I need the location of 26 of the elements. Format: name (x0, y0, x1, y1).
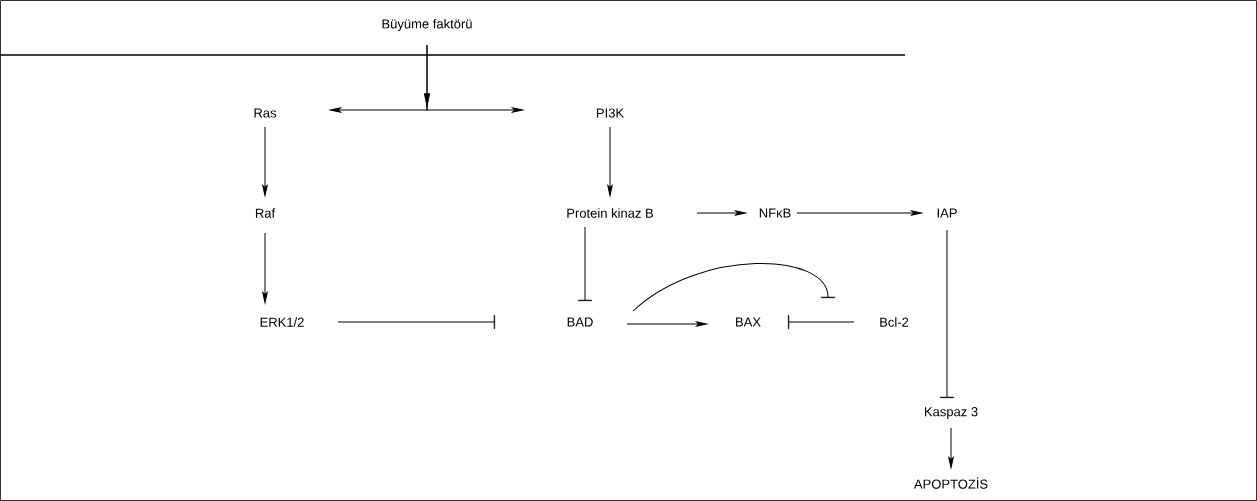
protein-label: Bcl-2 (880, 317, 909, 327)
inhibition-line (940, 229, 954, 398)
protein-label: IAP (937, 208, 957, 218)
inhibition-line (337, 315, 495, 329)
arrow (607, 126, 613, 197)
arrow (424, 44, 524, 113)
arrow (262, 126, 268, 197)
protein-label: NFκB (759, 208, 791, 218)
protein-label: BAX (736, 317, 761, 327)
protein-label: APOPTOZİS (913, 477, 988, 489)
inhibition-line (788, 315, 855, 329)
arrow (626, 321, 708, 327)
protein-label: BAD (567, 317, 593, 327)
protein-label: Protein kinaz B (567, 208, 653, 218)
inhibition-line (578, 226, 592, 301)
protein-label: PI3K (597, 108, 624, 118)
protein-label: Raf (255, 208, 276, 218)
protein-label: ERK1/2 (260, 317, 304, 327)
arrow (796, 210, 923, 216)
inhibition-line (632, 263, 835, 312)
arrow (948, 427, 954, 469)
protein-label: Kaspaz 3 (925, 407, 978, 419)
protein-label: Büyüme faktörü (382, 18, 472, 32)
arrow (262, 232, 268, 304)
protein-label: Ras (254, 108, 277, 118)
arrow (696, 210, 747, 216)
